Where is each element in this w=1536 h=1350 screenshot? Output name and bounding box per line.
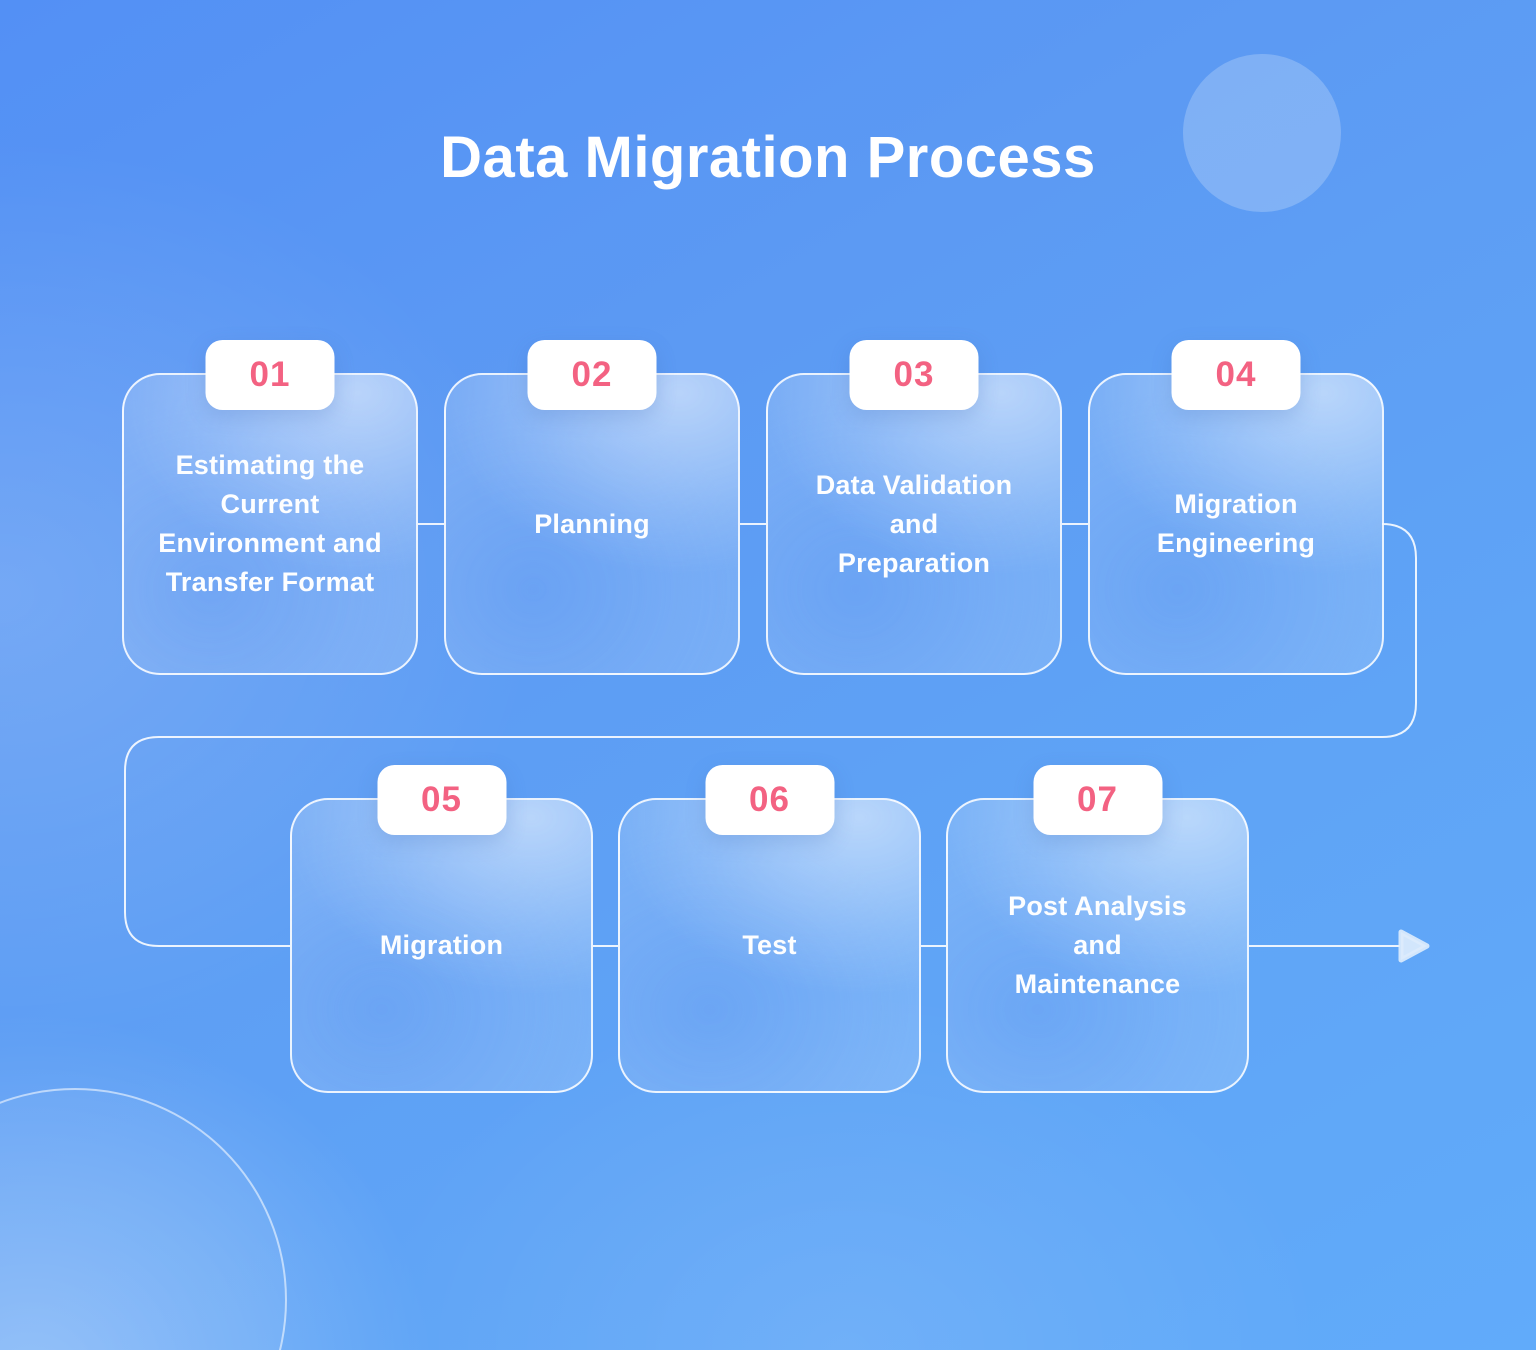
step-number: 03	[893, 355, 935, 394]
step-number: 02	[571, 355, 613, 394]
page-title: Data Migration Process	[440, 125, 1096, 190]
step-card-02: 02 Planning	[444, 340, 740, 675]
step-card-06: 06 Test	[618, 765, 921, 1093]
step-card-04: 04 Migration Engineering	[1088, 340, 1384, 675]
process-row-1: 01 Estimating the Current Environment an…	[122, 340, 1384, 675]
arrow-right-icon	[1398, 929, 1430, 963]
step-label: Planning	[534, 508, 650, 539]
process-row-2: 05 Migration 06 Test 07 Post Analysis an…	[290, 765, 1249, 1093]
step-number: 06	[749, 780, 790, 819]
step-label: Data Validation and Preparation	[815, 469, 1013, 578]
step-card-01: 01 Estimating the Current Environment an…	[122, 340, 418, 675]
step-badge-01: 01	[205, 340, 335, 410]
step-number: 04	[1215, 355, 1257, 394]
step-badge-06: 06	[705, 765, 834, 835]
connector-row1-to-row2	[124, 523, 1417, 947]
decor-filled-circle	[1183, 54, 1341, 212]
step-label: Estimating the Current Environment and T…	[158, 450, 382, 597]
step-badge-05: 05	[377, 765, 506, 835]
step-label: Migration	[379, 930, 504, 960]
step-label: Test	[742, 930, 797, 960]
step-label: Post Analysis and Maintenance	[1008, 891, 1187, 999]
step-badge-07: 07	[1033, 765, 1162, 835]
step-badge-04: 04	[1171, 340, 1301, 410]
step-card-05: 05 Migration	[290, 765, 593, 1093]
step-label: Migration Engineering	[1156, 489, 1316, 558]
step-card-03: 03 Data Validation and Preparation	[766, 340, 1062, 675]
step-badge-02: 02	[527, 340, 657, 410]
step-number: 01	[249, 355, 291, 394]
step-number: 07	[1077, 780, 1118, 819]
step-card-07: 07 Post Analysis and Maintenance	[946, 765, 1249, 1093]
step-badge-03: 03	[849, 340, 979, 410]
step-number: 05	[421, 780, 462, 819]
